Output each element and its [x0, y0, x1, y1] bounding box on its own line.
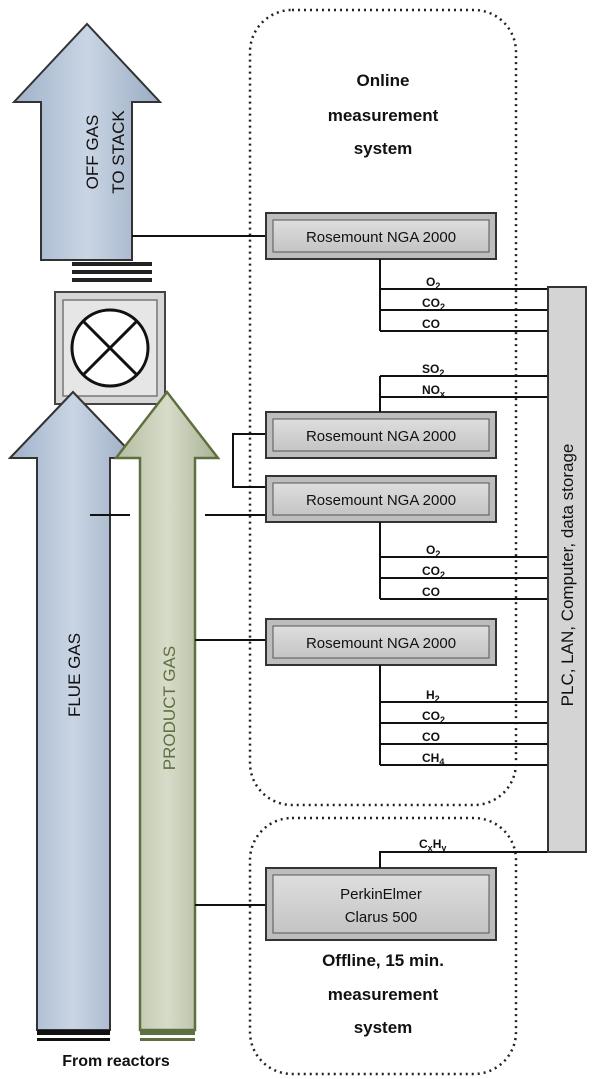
- offline-region: [248, 816, 518, 1076]
- online-title-line1: Online: [357, 71, 410, 90]
- off-gas-label-line2: TO STACK: [109, 110, 128, 194]
- signal-nga1-co: CO: [422, 317, 440, 331]
- analyzer-nga-2-label: Rosemount NGA 2000: [306, 428, 456, 445]
- analyzer-nga-3-label: Rosemount NGA 2000: [306, 492, 456, 509]
- signal-nga4-co: CO: [422, 730, 440, 744]
- flue-gas-arrow: FLUE GAS: [7, 390, 139, 1041]
- perkinelmer-label-line1: PerkinElmer: [340, 886, 422, 903]
- analyzer-nga-1: Rosemount NGA 2000: [265, 212, 497, 260]
- signal-nga3-co: CO: [422, 585, 440, 599]
- signal-lines: [379, 259, 587, 868]
- sampling-lines: [90, 235, 266, 906]
- offline-title-line1: Offline, 15 min.: [322, 951, 444, 970]
- analyzer-perkinelmer: PerkinElmer Clarus 500: [265, 867, 497, 941]
- analyzer-nga-2: Rosemount NGA 2000: [265, 411, 497, 459]
- offline-title-line3: system: [354, 1018, 413, 1037]
- offline-title-line2: measurement: [328, 985, 439, 1004]
- analyzer-nga-3: Rosemount NGA 2000: [265, 475, 497, 523]
- signal-nga4-ch4: CH4: [422, 751, 444, 767]
- signal-nga2-so2: SO2: [422, 362, 444, 378]
- perkinelmer-label-line2: Clarus 500: [345, 909, 418, 926]
- analyzer-nga-4-label: Rosemount NGA 2000: [306, 635, 456, 652]
- signal-labels: O2 CO2 CO SO2 NOx O2 CO2 CO H2 CO2 CO CH…: [419, 275, 446, 853]
- signal-nga1-co2: CO2: [422, 296, 445, 312]
- valve-icon: [54, 291, 166, 405]
- analyzer-nga-4: Rosemount NGA 2000: [265, 618, 497, 666]
- from-reactors-label: From reactors: [62, 1053, 170, 1070]
- online-title-line2: measurement: [328, 106, 439, 125]
- plc-bar: PLC, LAN, Computer, data storage: [547, 286, 587, 853]
- analyzer-nga-1-label: Rosemount NGA 2000: [306, 229, 456, 246]
- signal-nga4-co2: CO2: [422, 709, 445, 725]
- signal-nga1-o2: O2: [426, 275, 440, 291]
- online-region: [248, 8, 518, 807]
- online-title-line3: system: [354, 139, 413, 158]
- off-gas-arrow: OFF GAS TO STACK: [11, 22, 163, 282]
- product-gas-label: PRODUCT GAS: [160, 646, 179, 770]
- signal-nga2-nox: NOx: [422, 383, 445, 399]
- signal-nga3-o2: O2: [426, 543, 440, 559]
- flue-gas-label: FLUE GAS: [65, 633, 84, 717]
- off-gas-label-line1: OFF GAS: [83, 115, 102, 190]
- product-gas-arrow: PRODUCT GAS: [113, 389, 221, 1041]
- plc-label: PLC, LAN, Computer, data storage: [558, 444, 577, 707]
- signal-nga3-co2: CO2: [422, 564, 445, 580]
- signal-nga4-h2: H2: [426, 688, 440, 704]
- signal-perkin-cxhy: CxHy: [419, 837, 446, 853]
